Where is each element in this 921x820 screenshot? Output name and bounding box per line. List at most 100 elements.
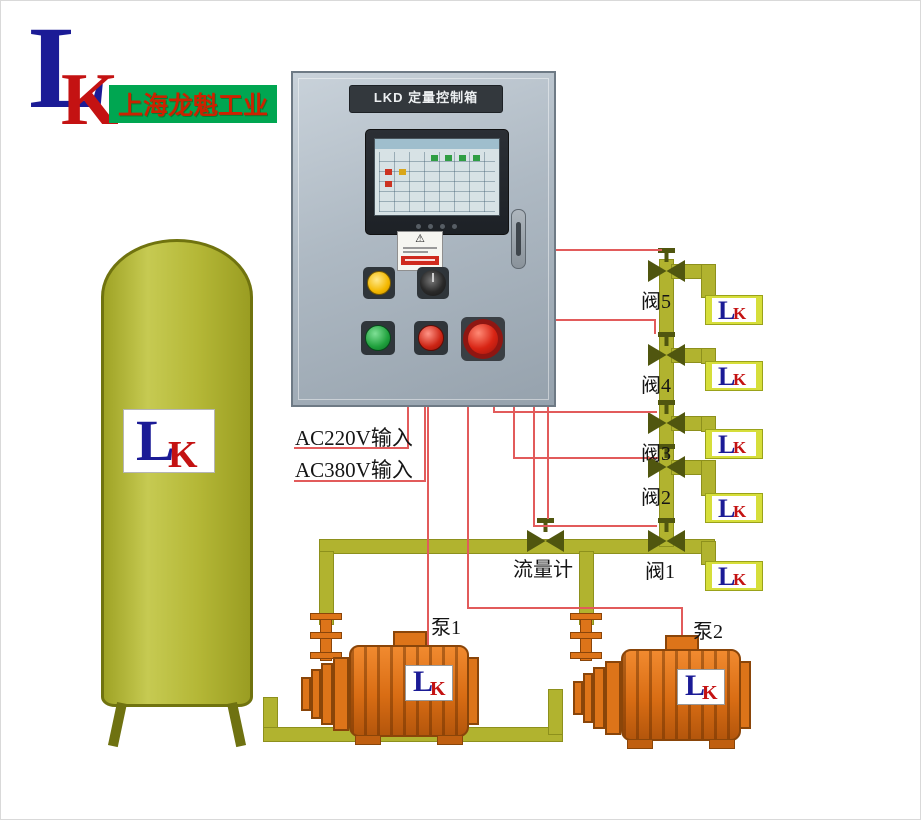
- hmi-key-icon[interactable]: [440, 224, 445, 229]
- pump-1-inlet-valve-icon: [308, 613, 344, 661]
- hmi-key-icon[interactable]: [416, 224, 421, 229]
- lk-logo-l-icon: L: [718, 562, 736, 591]
- stop-button[interactable]: [414, 321, 448, 355]
- hmi-yellow-indicator: [399, 169, 406, 175]
- cabinet-door-frame: [298, 78, 549, 400]
- storage-tank: [101, 239, 253, 707]
- lk-logo-l-icon: L: [718, 362, 736, 391]
- valve-4-icon: [648, 332, 685, 366]
- control-wire: [513, 457, 659, 459]
- control-wire: [533, 525, 657, 527]
- hmi-screen[interactable]: [374, 138, 500, 216]
- pump-foot: [355, 735, 381, 745]
- pump-foot: [437, 735, 463, 745]
- flow-meter-icon: [527, 518, 564, 552]
- hmi-green-indicator: [459, 155, 466, 161]
- pump-2: L K: [573, 615, 753, 755]
- lk-logo-k-icon: K: [733, 370, 747, 389]
- pump-lk-logo: L K: [677, 669, 725, 705]
- start-button[interactable]: [361, 321, 395, 355]
- lk-logo-l-icon: L: [718, 494, 736, 523]
- pump-flange: [583, 673, 593, 723]
- pump-flange: [333, 657, 349, 731]
- control-wire: [533, 407, 535, 527]
- emergency-stop-button[interactable]: [461, 317, 505, 361]
- valve-4-label: 阀4: [641, 375, 671, 397]
- hmi-header-bar: [375, 139, 499, 149]
- company-banner: 上海龙魁工业: [109, 85, 277, 123]
- lk-logo-l-icon: L: [685, 669, 706, 702]
- hmi-red-indicator: [385, 181, 392, 187]
- flow-meter-label: 流量计: [513, 559, 573, 581]
- lk-logo-k-icon: K: [733, 304, 747, 323]
- ac380-input-label: AC380V输入: [295, 458, 413, 482]
- control-wire: [547, 407, 549, 519]
- pump-lk-logo: L K: [405, 665, 453, 701]
- warning-icon: ⚠: [415, 233, 425, 245]
- cabinet-title-plate: LKD 定量控制箱: [349, 85, 503, 113]
- valve-2-icon: [648, 444, 685, 478]
- pump-flange: [605, 661, 621, 735]
- pump-flange: [311, 669, 321, 719]
- control-wire: [556, 319, 656, 321]
- company-logo-l-icon: L: [29, 2, 108, 133]
- control-wire: [294, 480, 426, 482]
- hmi-panel[interactable]: [365, 129, 509, 235]
- pump-2-label: 泵2: [693, 621, 723, 643]
- hmi-green-indicator: [473, 155, 480, 161]
- control-wire: [424, 407, 426, 481]
- control-wire: [513, 407, 515, 459]
- lk-logo-l-icon: L: [718, 296, 736, 325]
- valve-5-icon: [648, 248, 685, 282]
- control-wire: [556, 249, 662, 251]
- lk-logo-k-icon: K: [702, 682, 718, 704]
- valve-2-label: 阀2: [641, 487, 671, 509]
- pump-end-cap: [467, 657, 479, 725]
- valve-5-label: 阀5: [641, 291, 671, 313]
- hmi-key-icon[interactable]: [452, 224, 457, 229]
- pump-1-label: 泵1: [431, 617, 461, 639]
- pump-foot: [709, 739, 735, 749]
- door-handle[interactable]: [511, 209, 526, 269]
- tank-lk-logo: L K: [123, 408, 215, 476]
- lk-logo-l-icon: L: [718, 430, 736, 459]
- control-wire: [467, 407, 469, 609]
- lk-logo-l-icon: L: [136, 408, 175, 473]
- selector-knob[interactable]: [417, 267, 449, 299]
- lk-logo-k-icon: K: [168, 434, 198, 476]
- lk-logo-k-icon: K: [733, 502, 747, 521]
- valve-3-label: 阀3: [641, 443, 671, 465]
- control-wire: [467, 607, 683, 609]
- pump-1: L K: [301, 611, 481, 751]
- lk-logo-k-icon: K: [733, 438, 747, 457]
- hmi-table: [379, 152, 495, 212]
- control-wire: [493, 411, 657, 413]
- pump-flange: [593, 667, 605, 729]
- control-cabinet: LKD 定量控制箱 ⚠: [291, 71, 556, 407]
- company-name: 上海龙魁工业: [117, 93, 268, 120]
- yellow-indicator-lamp: [363, 267, 395, 299]
- tank-leg: [107, 701, 127, 748]
- company-logo-k-icon: K: [61, 59, 119, 141]
- lk-logo-k-icon: K: [430, 678, 446, 700]
- control-wire: [654, 319, 656, 334]
- valve-1-label: 阀1: [645, 561, 675, 583]
- pump-foot: [627, 739, 653, 749]
- control-wire: [427, 407, 429, 647]
- pump-flange: [573, 681, 583, 715]
- ac220-input-label: AC220V输入: [295, 426, 413, 450]
- hmi-key-icon[interactable]: [428, 224, 433, 229]
- tank-leg: [227, 701, 247, 748]
- pump-flange: [301, 677, 311, 711]
- hmi-green-indicator: [431, 155, 438, 161]
